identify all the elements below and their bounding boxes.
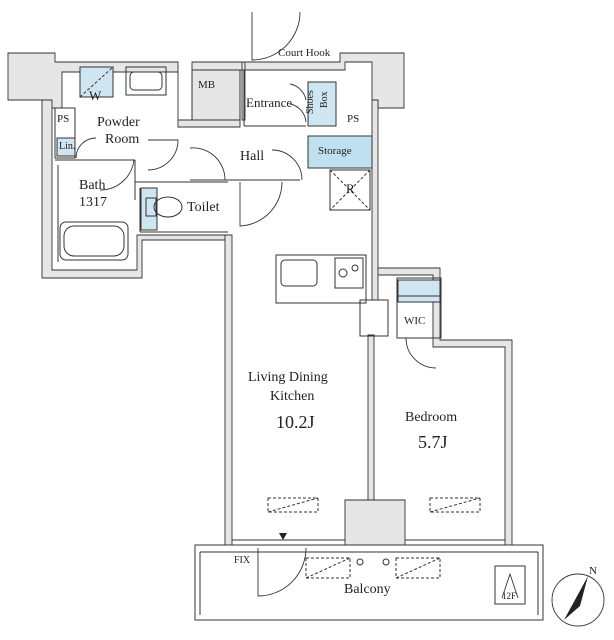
ldk-label-2: Kitchen [270, 389, 315, 404]
floor-label: 12F [502, 591, 517, 601]
ps-right-label: PS [347, 113, 360, 125]
north-label: N [589, 565, 597, 577]
powder-room-label-2: Room [105, 132, 140, 147]
bath-size-label: 1317 [79, 195, 107, 210]
toilet-label: Toilet [187, 200, 220, 215]
court-hook-label: Court Hook [278, 47, 331, 59]
ldk-size-label: 10.2J [276, 412, 315, 432]
ps-left-label: PS [57, 113, 70, 125]
fix-label: FIX [234, 555, 251, 566]
lin-label: Lin. [59, 141, 76, 152]
wic-label: WIC [404, 315, 426, 327]
mb-label: MB [198, 79, 216, 91]
storage-label: Storage [318, 145, 352, 157]
powder-room-label-1: Powder [97, 115, 140, 130]
shoes-label: Shoes [305, 90, 316, 114]
box-label: Box [319, 91, 330, 108]
washer-label: W [89, 88, 102, 103]
interior-lines [54, 66, 544, 621]
balcony-label: Balcony [344, 582, 391, 597]
door-swings [75, 11, 437, 597]
bath-label: Bath [79, 178, 106, 193]
bedroom-size-label: 5.7J [418, 432, 448, 452]
fix-arrow-icon [279, 533, 287, 540]
bedroom-label: Bedroom [405, 410, 458, 425]
north-arrow-icon [551, 573, 605, 627]
hall-label: Hall [240, 149, 265, 164]
ldk-label-1: Living Dining [248, 370, 328, 385]
floor-marker-icon [501, 572, 519, 599]
entrance-label: Entrance [246, 95, 293, 110]
refrigerator-label: R [346, 181, 355, 196]
